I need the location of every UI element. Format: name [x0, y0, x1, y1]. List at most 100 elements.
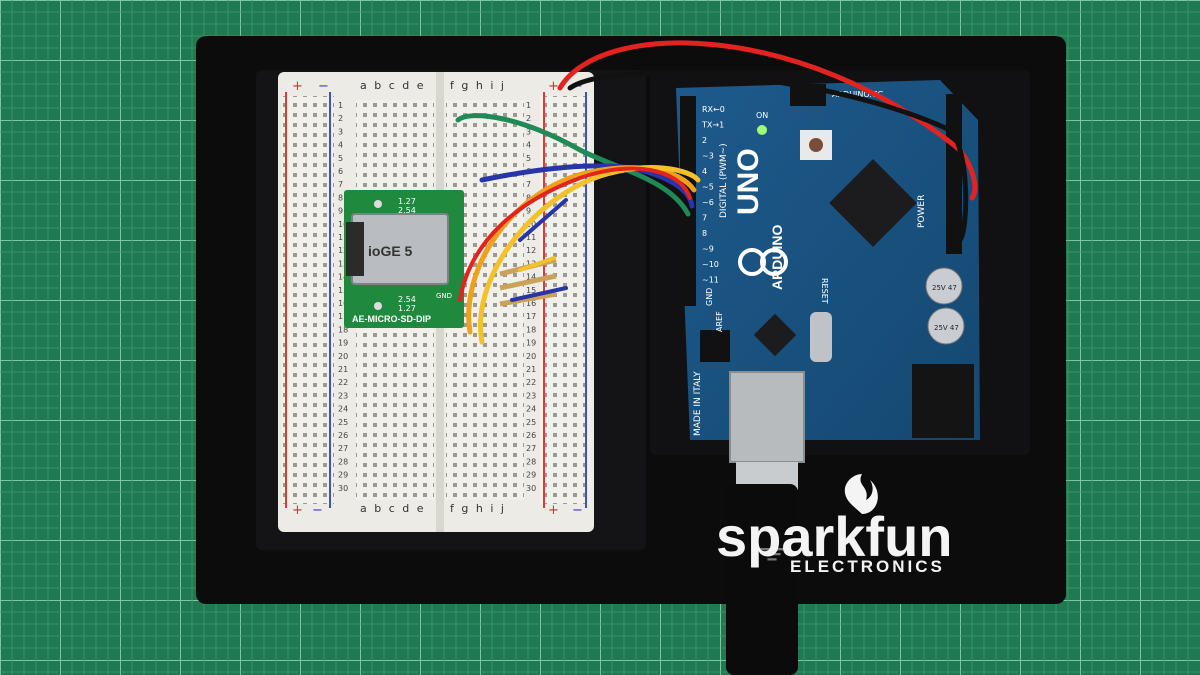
- row-number: 4: [338, 141, 343, 150]
- row-number: 29: [338, 471, 348, 480]
- crystal: [810, 312, 832, 362]
- jumper-wires: [455, 40, 978, 345]
- digital-pin-labels: RX←0TX→12~34~5~678~9~10~11: [701, 105, 725, 285]
- row-number: 3: [338, 127, 343, 136]
- row-number: 27: [526, 444, 536, 453]
- row-number: 19: [526, 339, 536, 348]
- row-number: 18: [526, 325, 536, 334]
- resistor-3: [499, 291, 557, 307]
- rail-plus-top-right: +: [548, 79, 559, 94]
- row-numbers-left: 1234567891011121314151617181920212223242…: [338, 101, 348, 493]
- on-label: ON: [756, 111, 768, 120]
- row-number: 10: [526, 220, 536, 229]
- row-number: 26: [526, 431, 536, 440]
- row-number: 16: [338, 299, 348, 308]
- digital-pin-label: ~11: [702, 276, 719, 285]
- usb-cable-body: [726, 484, 798, 675]
- sd-mount-hole-2: [374, 302, 382, 310]
- row-number: 5: [526, 154, 531, 163]
- digital-pin-label: ~6: [702, 198, 714, 207]
- digital-pin-label: ~9: [702, 245, 714, 254]
- row-number: 23: [338, 391, 348, 400]
- row-number: 4: [526, 141, 531, 150]
- analog-header: [946, 94, 962, 254]
- usb-b-connector: [729, 371, 805, 463]
- power-rail-left: [282, 96, 334, 504]
- row-number: 28: [526, 457, 536, 466]
- row-number: 10: [338, 220, 348, 229]
- sparkfun-logo: sparkfun: [716, 505, 953, 568]
- sd-card-print: ioGE 5: [368, 243, 413, 259]
- row-number: 22: [526, 378, 536, 387]
- capacitor-1: [925, 267, 963, 305]
- wire-black: [567, 70, 969, 243]
- microcontroller-chip: [829, 159, 917, 247]
- digital-pin-label: TX→1: [701, 121, 724, 130]
- digital-pin-label: 4: [702, 167, 707, 176]
- digital-pin-label: RX←0: [702, 105, 725, 114]
- arduino-brand: ARDUINO: [769, 225, 785, 290]
- sd-pitch-top-1: 1.27: [398, 197, 416, 206]
- sd-module-label: AE-MICRO-SD-DIP: [352, 314, 431, 324]
- wire-orange: [466, 165, 697, 335]
- sd-gnd-label: GND: [436, 292, 452, 300]
- row-number: 7: [338, 180, 343, 189]
- made-in-label: MADE IN ITALY: [693, 371, 703, 436]
- row-number: 9: [338, 207, 343, 216]
- sd-mount-hole-1: [374, 200, 382, 208]
- row-number: 8: [526, 193, 531, 202]
- row-number: 2: [338, 114, 343, 123]
- resistor-2: [499, 273, 557, 291]
- row-number: 7: [526, 180, 531, 189]
- row-number: 22: [338, 378, 348, 387]
- arduino-logo-right: [760, 248, 788, 276]
- row-number: 2: [526, 114, 531, 123]
- reset-button-cap: [809, 138, 823, 152]
- arduino-site: ARDUINO.CC: [832, 90, 883, 99]
- breadboard-letters-top-right: f g h i j: [450, 79, 506, 92]
- row-number: 23: [526, 391, 536, 400]
- rail-plus-bottom-right: +: [548, 503, 559, 518]
- wire-yellow-short: [518, 256, 556, 272]
- row-number: 6: [338, 167, 343, 176]
- wire-green: [455, 113, 691, 217]
- rail-minus-bottom-right: −: [572, 503, 583, 518]
- capacitor-2: [927, 307, 965, 345]
- row-number: 19: [338, 339, 348, 348]
- row-number: 15: [526, 286, 536, 295]
- wire-blue-1: [518, 198, 568, 242]
- breadboard-letters-bottom-left: a b c d e: [360, 502, 426, 515]
- row-number: 14: [526, 273, 536, 282]
- micro-sd-module: ioGE 5 1.27 2.54 2.54 1.27 GND AE-MICRO-…: [344, 190, 464, 328]
- digital-pin-label: ~3: [702, 152, 714, 161]
- row-number: 16: [526, 299, 536, 308]
- row-number: 17: [526, 312, 536, 321]
- capacitor-1-label: 25V 47: [932, 284, 957, 292]
- digital-header: [680, 96, 696, 306]
- sparkfun-electronics: ELECTRONICS: [790, 557, 945, 576]
- row-number: 20: [526, 352, 536, 361]
- sparkfun-flame-icon: [844, 474, 878, 514]
- row-number: 17: [338, 312, 348, 321]
- row-number: 18: [338, 325, 348, 334]
- sd-pitch-bottom-2: 1.27: [398, 304, 416, 313]
- row-number: 20: [338, 352, 348, 361]
- row-number: 28: [338, 457, 348, 466]
- row-number: 3: [526, 127, 531, 136]
- row-number: 24: [526, 405, 536, 414]
- breadboard-letters-bottom-right: f g h i j: [450, 502, 506, 515]
- row-number: 24: [338, 405, 348, 414]
- digital-pin-label: 7: [702, 214, 707, 223]
- rail-plus-top-left: +: [292, 79, 303, 94]
- digital-pin-label: ~10: [702, 260, 719, 269]
- row-number: 29: [526, 471, 536, 480]
- digital-pin-label: 8: [702, 229, 707, 238]
- power-label: POWER: [917, 195, 927, 228]
- usb-cable: ⏚: [726, 462, 798, 675]
- wire-yellow: [478, 165, 701, 345]
- row-number: 12: [338, 246, 348, 255]
- row-number: 30: [338, 484, 348, 493]
- sd-card: [346, 222, 364, 276]
- sd-pitch-top-2: 2.54: [398, 206, 416, 215]
- row-number: 1: [338, 101, 343, 110]
